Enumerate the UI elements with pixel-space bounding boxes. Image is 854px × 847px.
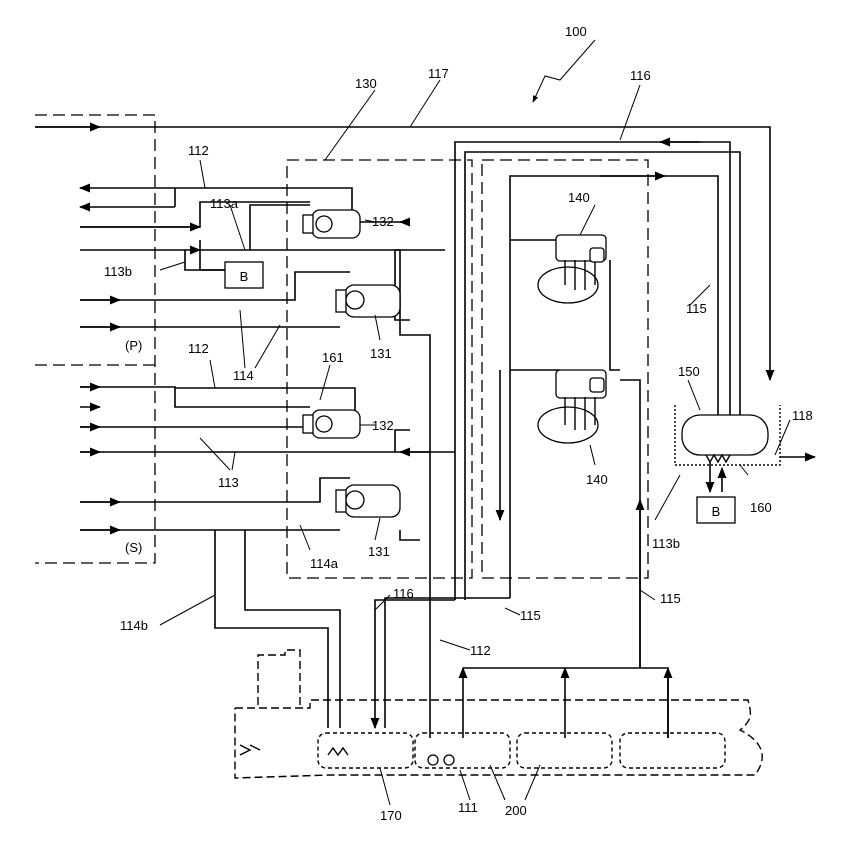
engine-140-lower (538, 370, 606, 443)
tank-170 (318, 733, 413, 768)
label-150: 150 (678, 364, 700, 379)
label-112-top: 112 (188, 143, 209, 158)
label-114b: 114b (120, 618, 148, 633)
box-b-left: B (225, 262, 263, 288)
label-113: 113 (218, 475, 239, 490)
label-117: 117 (428, 66, 449, 81)
ship-hull (235, 650, 762, 778)
pump-132-upper (303, 210, 360, 238)
label-200: 200 (505, 803, 527, 818)
label-161: 161 (322, 350, 344, 365)
label-115-low: 115 (660, 591, 681, 606)
label-132-top: 132 (372, 214, 394, 229)
pump-131-upper (336, 285, 400, 317)
box-b-left-label: B (240, 269, 249, 284)
pump-132-lower (303, 410, 360, 438)
line-115 (385, 176, 718, 738)
label-140-top: 140 (568, 190, 590, 205)
label-140-bot: 140 (586, 472, 608, 487)
label-114: 114 (233, 368, 254, 383)
label-116-bot: 116 (393, 586, 414, 601)
label-p: (P) (125, 338, 142, 353)
label-113a: 113a (210, 196, 239, 211)
label-115-mid: 115 (520, 608, 541, 623)
label-170: 170 (380, 808, 402, 823)
supply-lines-starboard (80, 387, 455, 728)
label-114a: 114a (310, 556, 339, 571)
pump-131-lower (336, 485, 400, 517)
label-131-top: 131 (370, 346, 392, 361)
label-113b-right: 113b (652, 536, 680, 551)
label-132-bot: 132 (372, 418, 394, 433)
label-s: (S) (125, 540, 142, 555)
label-115-right: 115 (686, 301, 707, 316)
label-112-bot: 112 (470, 643, 491, 658)
label-111: 111 (458, 800, 478, 815)
box-b-right-label: B (712, 504, 721, 519)
label-118: 118 (792, 408, 813, 423)
box-b-right: B (697, 497, 735, 523)
label-113b-left: 113b (104, 264, 132, 279)
label-131-bot: 131 (368, 544, 390, 559)
label-116-top: 116 (630, 68, 651, 83)
label-112-mid: 112 (188, 341, 209, 356)
label-100: 100 (565, 24, 587, 39)
line-117 (35, 127, 770, 380)
cargo-tanks-200 (415, 733, 725, 768)
engine-140-upper (538, 235, 606, 303)
label-160: 160 (750, 500, 772, 515)
label-130: 130 (355, 76, 377, 91)
